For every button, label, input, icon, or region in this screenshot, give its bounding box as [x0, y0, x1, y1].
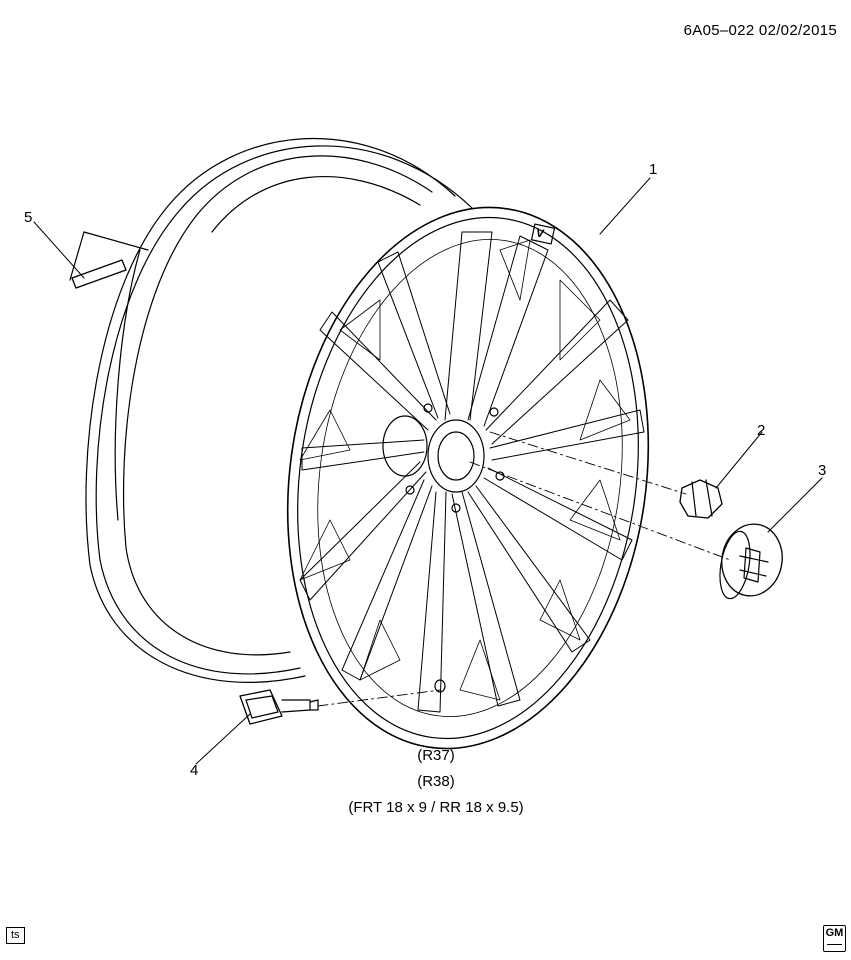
- callout-4: 4: [190, 762, 199, 779]
- part-3-center-cap: [719, 523, 783, 600]
- callout-2: 2: [757, 422, 766, 439]
- callout-3: 3: [818, 462, 827, 479]
- callout-1: 1: [649, 161, 658, 178]
- footer-ts-tag: ts: [6, 927, 25, 944]
- caption-line-3: (FRT 18 x 9 / RR 18 x 9.5): [348, 799, 524, 816]
- wheel-hub: [427, 419, 485, 493]
- caption-line-2: (R38): [417, 773, 455, 790]
- rim-barrel: [85, 137, 473, 683]
- part-2-lug-nut: [679, 479, 723, 519]
- leader-lines: [33, 177, 823, 765]
- wheel-face: [286, 206, 650, 750]
- gm-logo-bar: [827, 944, 842, 948]
- callout-5: 5: [24, 209, 33, 226]
- gm-logo: GM: [823, 925, 846, 952]
- alignment-lines: [317, 431, 731, 707]
- caption-line-1: (R37): [417, 747, 455, 764]
- part-5-wheel-weight: [69, 231, 149, 289]
- gm-logo-text: GM: [825, 927, 844, 939]
- part-4-tpms-sensor: [239, 689, 319, 725]
- wheel-spokes: [299, 231, 645, 713]
- diagram-reference-code: 6A05–022 02/02/2015: [683, 22, 837, 39]
- v-emblem: [530, 223, 556, 245]
